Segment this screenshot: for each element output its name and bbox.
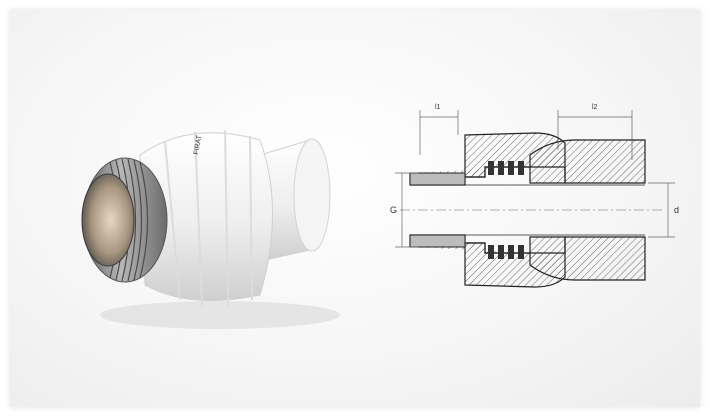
lower-thread-section bbox=[409, 234, 466, 248]
product-panel: FIRAT l1 l2 bbox=[10, 10, 700, 407]
socket-end bbox=[293, 138, 331, 252]
label-d: d bbox=[674, 205, 679, 215]
dim-l1 bbox=[419, 110, 459, 155]
ring-marking: FIRAT bbox=[193, 134, 203, 155]
label-l2: l2 bbox=[592, 104, 598, 111]
lower-nut-section bbox=[464, 236, 566, 288]
label-G: G bbox=[390, 205, 397, 215]
lower-teeth bbox=[488, 245, 524, 259]
bore bbox=[81, 173, 135, 267]
upper-teeth bbox=[488, 161, 524, 175]
union-nut bbox=[139, 132, 273, 302]
upper-thread-section bbox=[409, 172, 466, 186]
shadow bbox=[100, 301, 340, 329]
label-l1: l1 bbox=[435, 104, 441, 111]
fitting-photo: FIRAT bbox=[81, 129, 340, 329]
upper-nut-section bbox=[464, 132, 566, 184]
nut-ribs bbox=[164, 129, 253, 308]
dim-G bbox=[395, 172, 418, 248]
dim-d bbox=[648, 182, 675, 238]
section-drawing: l1 l2 bbox=[390, 104, 679, 288]
